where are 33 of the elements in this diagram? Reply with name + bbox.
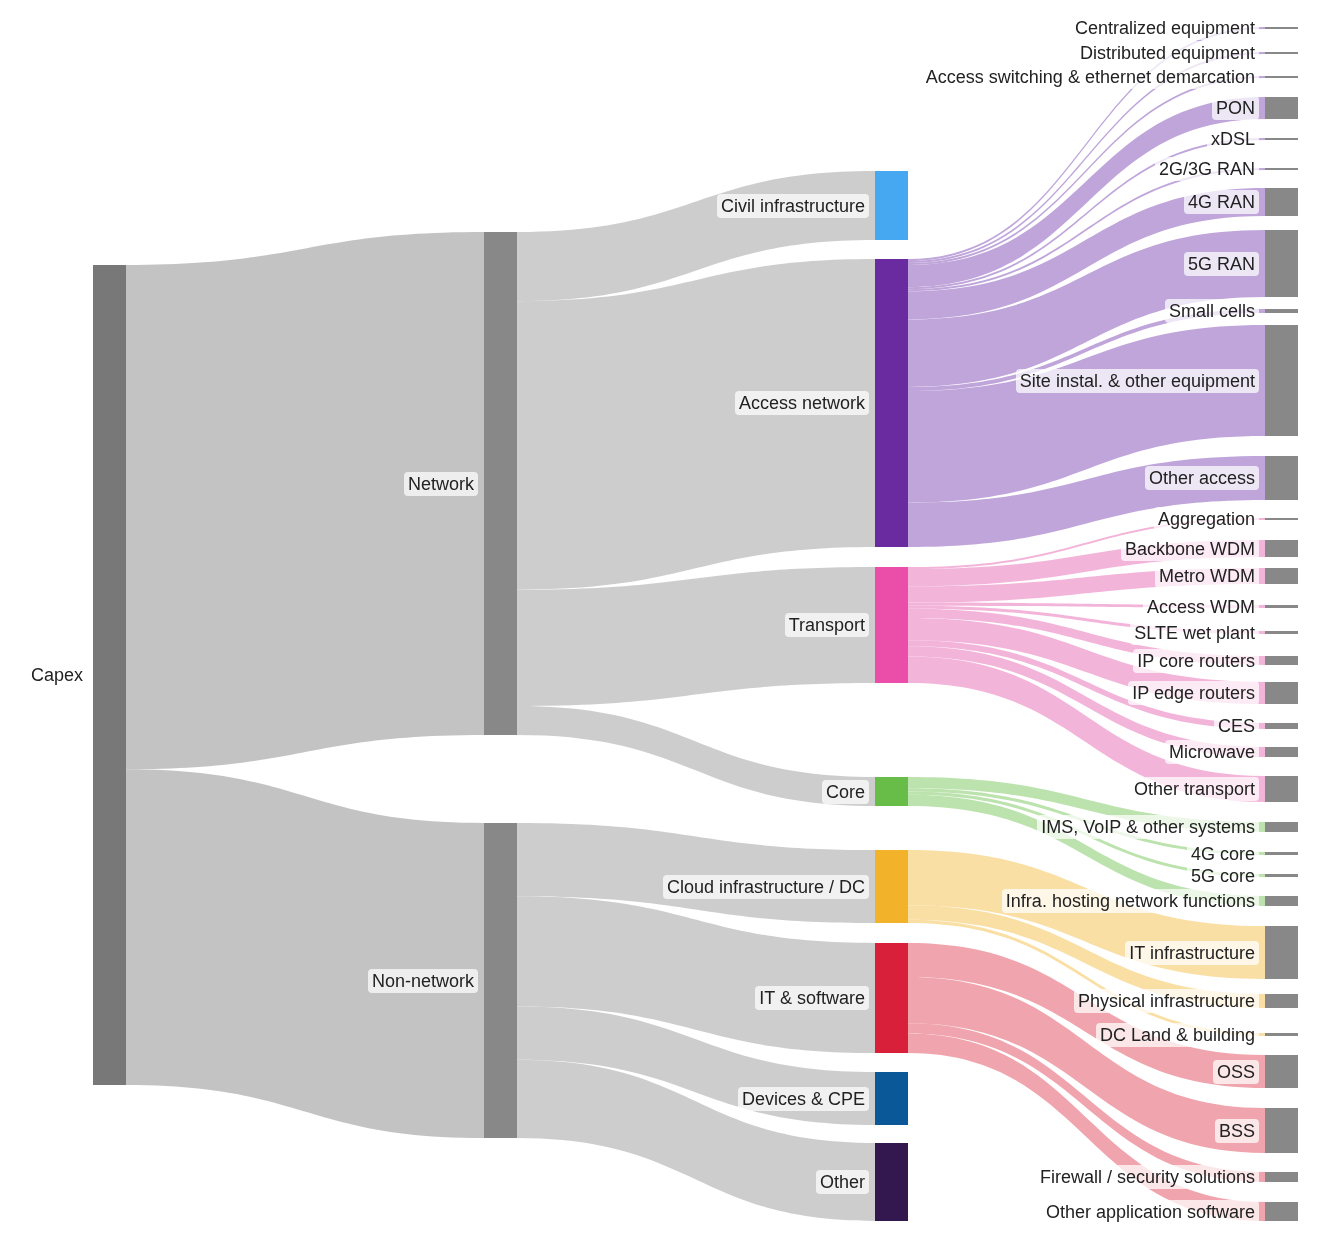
flow-band [908, 230, 1265, 387]
flow-band [517, 896, 875, 1053]
node-label: DC Land & building [1095, 1022, 1259, 1047]
node-label: Access network [734, 391, 869, 415]
node-label: Small cells [1164, 299, 1259, 323]
flow-band [517, 705, 875, 806]
flow-band [908, 976, 1265, 1153]
node-label: Transport [784, 613, 869, 637]
flow-band [517, 1059, 875, 1221]
node-label: Non-network [367, 968, 478, 993]
node-label: Other [815, 1170, 869, 1194]
node-label: Cloud infrastructure / DC [662, 874, 869, 899]
node-label: Physical infrastructure [1073, 989, 1259, 1013]
node-label: Other access [1144, 466, 1259, 490]
node-label: IP edge routers [1128, 681, 1259, 705]
node-label: 2G/3G RAN [1154, 157, 1259, 181]
flow-band [126, 232, 484, 770]
node-label: Capex [29, 664, 84, 687]
flow-band [517, 259, 875, 590]
node-label: IT & software [755, 986, 869, 1010]
node-label: Devices & CPE [737, 1086, 869, 1111]
node-label: 4G RAN [1183, 190, 1259, 214]
node-label: Civil infrastructure [716, 193, 869, 218]
node-label: Microwave [1164, 740, 1259, 764]
node-label: Site instal. & other equipment [1015, 368, 1259, 393]
flow-band [517, 567, 875, 706]
node-label: Aggregation [1153, 507, 1259, 531]
node-label: PON [1212, 96, 1259, 120]
flow-band [126, 769, 484, 1138]
node-label: IMS, VoIP & other systems [1037, 815, 1259, 839]
node-label: Infra. hosting network functions [1001, 889, 1259, 913]
node-label: IP core routers [1133, 648, 1259, 673]
node-label: IT infrastructure [1125, 940, 1259, 965]
